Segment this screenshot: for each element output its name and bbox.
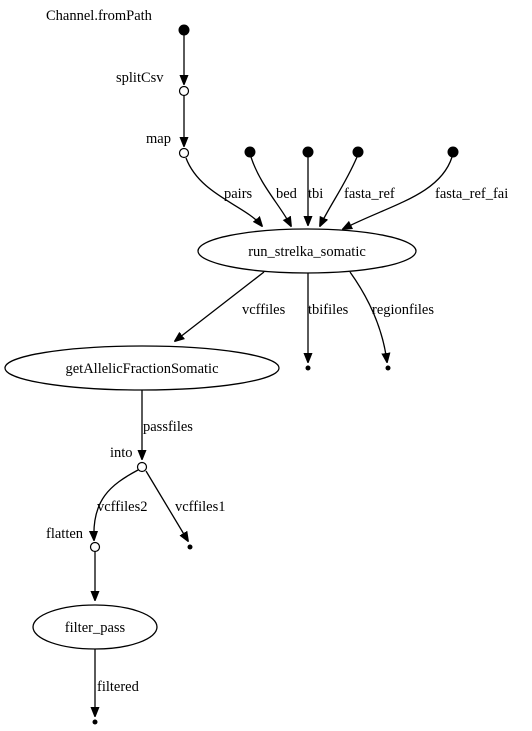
fasta-ref-source-node [352, 146, 364, 158]
bed-source-node [244, 146, 256, 158]
edge-label-fasta-ref-fai: fasta_ref_fai [435, 186, 508, 202]
flatten-label: flatten [46, 526, 84, 542]
edge-fasta-ref-fai [343, 156, 453, 229]
splitcsv-label: splitCsv [116, 70, 164, 86]
edge-label-bed: bed [276, 186, 298, 202]
fasta-ref-fai-source-node [447, 146, 459, 158]
edge-vcffiles [175, 271, 265, 341]
map-node [178, 147, 190, 159]
edge-label-passfiles: passfiles [143, 419, 193, 435]
edge-label-tbi: tbi [308, 186, 323, 202]
edge-label-vcffiles2: vcffiles2 [97, 499, 147, 515]
regionfiles-sink-node [385, 365, 391, 371]
edge-fasta-ref [320, 156, 358, 226]
edge-vcffiles1 [145, 470, 188, 541]
channel-from-path-label: Channel.fromPath [46, 8, 153, 24]
edge-vcffiles2 [94, 469, 139, 540]
edge-regionfiles [349, 271, 387, 362]
tbifiles-sink-node [305, 365, 311, 371]
edge-pairs [185, 157, 262, 226]
filtered-sink-node [92, 719, 98, 725]
edge-label-pairs: pairs [224, 186, 253, 202]
edge-label-vcffiles: vcffiles [242, 302, 286, 318]
run-strelka-somatic-label: run_strelka_somatic [248, 244, 366, 260]
tbi-source-node [302, 146, 314, 158]
run-strelka-somatic-node [197, 228, 417, 274]
channel-from-path-node [178, 24, 190, 36]
filter-pass-label: filter_pass [65, 620, 126, 636]
edge-label-vcffiles1: vcffiles1 [175, 499, 225, 515]
vcffiles1-sink-node [187, 544, 193, 550]
map-label: map [146, 131, 171, 147]
edge-label-tbifiles: tbifiles [308, 302, 349, 318]
flatten-node [89, 541, 101, 553]
splitcsv-node [178, 85, 190, 97]
edge-bed [250, 156, 291, 226]
into-node [136, 461, 148, 473]
edge-label-regionfiles: regionfiles [372, 302, 434, 318]
get-allelic-fraction-somatic-label: getAllelicFractionSomatic [65, 361, 218, 377]
edge-label-filtered: filtered [97, 679, 140, 695]
edge-label-fasta-ref: fasta_ref [344, 186, 395, 202]
into-label: into [110, 445, 133, 461]
